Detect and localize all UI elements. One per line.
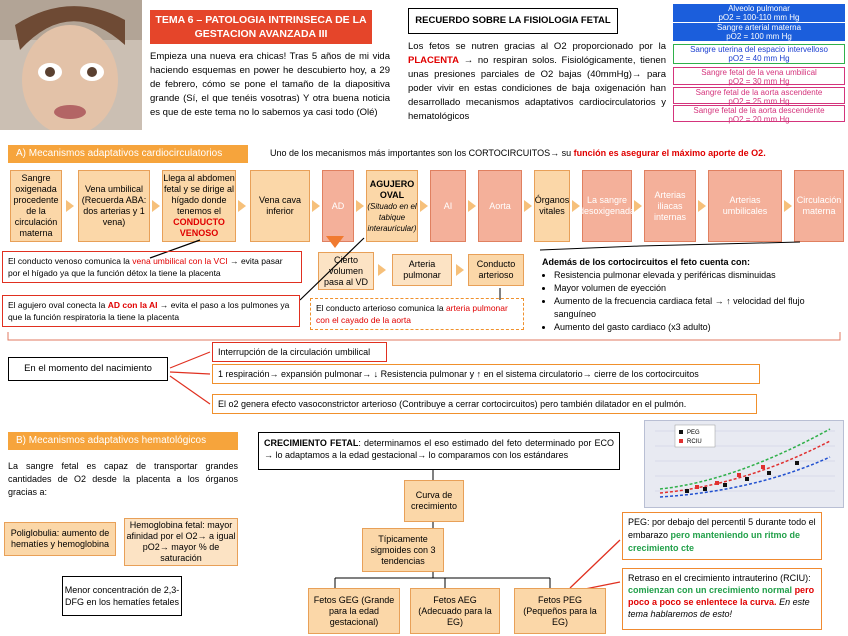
nacimiento-label: En el momento del nacimiento xyxy=(8,357,168,381)
hematologic-box: Poliglobulia: aumento de hematíes y hemo… xyxy=(4,522,116,556)
note-conducto-arterioso: El conducto arterioso comunica la arteri… xyxy=(310,298,524,330)
recuerdo-text: Los fetos se nutren gracias al O2 propor… xyxy=(408,40,666,124)
intro-text: Empieza una nueva era chicas! Tras 5 año… xyxy=(150,50,390,120)
hematologic-box: Menor concentración de 2,3-DFG en los he… xyxy=(62,576,182,616)
flow-arrow xyxy=(378,264,386,276)
section-b-text: La sangre fetal es capaz de transportar … xyxy=(8,460,238,499)
flow-step: Arterias umbilicales xyxy=(708,170,782,242)
note-agujero-oval: El agujero oval conecta la AD con la AI … xyxy=(2,295,300,327)
recuerdo-title: RECUERDO SOBRE LA FISIOLOGIA FETAL xyxy=(408,8,618,34)
down-arrow xyxy=(326,236,344,248)
rciu-box: Retraso en el crecimiento intrauterino (… xyxy=(622,568,822,630)
nacimiento-item: Interrupción de la circulación umbilical xyxy=(212,342,387,362)
list-item: Mayor volumen de eyección xyxy=(554,282,842,295)
curva-box: Curva de crecimiento xyxy=(404,480,464,522)
flow-step: Arterias iliacas internas xyxy=(644,170,696,242)
page-title: TEMA 6 – PATOLOGIA INTRINSECA DE LA GEST… xyxy=(150,10,372,44)
growth-chart: PEG RCIU xyxy=(644,420,844,508)
flow-step: Órganos vitales xyxy=(534,170,570,242)
flow-arrow xyxy=(420,200,428,212)
student-photo xyxy=(0,0,142,130)
sub-flow-step: Arteria pulmonar xyxy=(392,254,452,286)
flow-arrow xyxy=(524,200,532,212)
section-b-banner: B) Mecanismos adaptativos hematológicos xyxy=(8,432,238,450)
nacimiento-item: 1 respiración→ expansión pulmonar→ ↓ Res… xyxy=(212,364,760,384)
flow-arrow xyxy=(356,200,364,212)
note-conducto-venoso: El conducto venoso comunica la vena umbi… xyxy=(2,251,302,283)
flow-step: La sangre desoxigenada xyxy=(582,170,632,242)
flow-arrow xyxy=(238,200,246,212)
flow-step: Sangre oxigenada procedente de la circul… xyxy=(10,170,62,242)
flow-step: AGUJERO OVAL (Situado en el tabique inte… xyxy=(366,170,418,242)
sub-flow-step: Conducto arterioso xyxy=(468,254,524,286)
list-item: Aumento del gasto cardiaco (x3 adulto) xyxy=(554,321,842,334)
flow-step: Circulación materna xyxy=(794,170,844,242)
flow-arrow xyxy=(468,200,476,212)
legend-label-peg: PEG xyxy=(687,430,700,436)
list-item: Resistencia pulmonar elevada y periféric… xyxy=(554,269,842,282)
section-a-banner: A) Mecanismos adaptativos cardiocirculat… xyxy=(8,145,248,163)
feto-box: Fetos PEG (Pequeños para la EG) xyxy=(514,588,606,634)
tipica-box: Típicamente sigmoides con 3 tendencias xyxy=(362,528,444,572)
flow-arrow xyxy=(698,200,706,212)
feto-box: Fetos AEG (Adecuado para la EG) xyxy=(410,588,500,634)
legend-label-rciu: RCIU xyxy=(687,439,702,445)
flow-arrow xyxy=(152,200,160,212)
flow-arrow xyxy=(456,264,464,276)
extra-mechanisms: Además de los cortocircuitos el feto cue… xyxy=(542,256,842,334)
hematologic-box: Hemoglobina fetal: mayor afinidad por el… xyxy=(124,518,238,566)
sub-flow-step: Cierto volumen pasa al VD xyxy=(318,252,374,290)
peg-box: PEG: por debajo del percentil 5 durante … xyxy=(622,512,822,560)
flow-arrow xyxy=(784,200,792,212)
nacimiento-item: El o2 genera efecto vasoconstrictor arte… xyxy=(212,394,757,414)
crecimiento-box: CRECIMIENTO FETAL: determinamos el eso e… xyxy=(258,432,620,470)
flow-step: Vena cava inferior xyxy=(250,170,310,242)
flow-step: Vena umbilical (Recuerda ABA: dos arteri… xyxy=(78,170,150,242)
flow-arrow xyxy=(312,200,320,212)
flow-arrow xyxy=(66,200,74,212)
flow-arrow xyxy=(634,200,642,212)
list-item: Aumento de la frecuencia cardiaca fetal … xyxy=(554,295,842,321)
flow-step: Llega al abdomen fetal y se dirige al hí… xyxy=(162,170,236,242)
flow-step: AI xyxy=(430,170,466,242)
section-a-lead: Uno de los mecanismos más importantes so… xyxy=(270,148,845,158)
feto-box: Fetos GEG (Grande para la edad gestacion… xyxy=(308,588,400,634)
flow-step: Aorta xyxy=(478,170,522,242)
flow-step: AD xyxy=(322,170,354,242)
